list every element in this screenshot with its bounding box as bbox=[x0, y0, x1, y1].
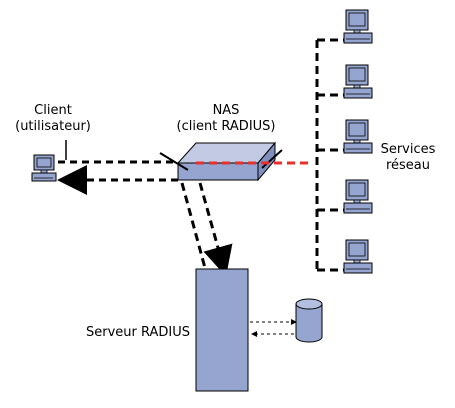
service-computer-icon bbox=[343, 239, 373, 274]
service-computer-icon bbox=[343, 119, 373, 154]
client-computer-icon bbox=[31, 154, 57, 182]
nas-radius-link-2 bbox=[198, 182, 233, 277]
service-computer-icon bbox=[343, 64, 373, 99]
nas-label: NAS (client RADIUS) bbox=[166, 103, 286, 135]
service-computer-icon bbox=[343, 9, 373, 44]
nas-label-line2: (client RADIUS) bbox=[176, 119, 276, 134]
services-label-line1: Services bbox=[380, 142, 436, 157]
client-label-line2: (utilisateur) bbox=[15, 119, 91, 134]
services-label: Services réseau bbox=[378, 142, 438, 174]
database-cylinder-icon bbox=[295, 298, 323, 343]
services-label-line2: réseau bbox=[385, 158, 431, 173]
nas-label-line1: NAS bbox=[212, 103, 240, 118]
client-label: Client (utilisateur) bbox=[8, 103, 98, 135]
radius-server-label: Serveur RADIUS bbox=[86, 325, 191, 340]
nas-radius-link-1 bbox=[180, 182, 207, 269]
service-computer-icon bbox=[343, 179, 373, 214]
client-label-line1: Client bbox=[34, 103, 72, 118]
radius-server-icon bbox=[195, 268, 249, 392]
